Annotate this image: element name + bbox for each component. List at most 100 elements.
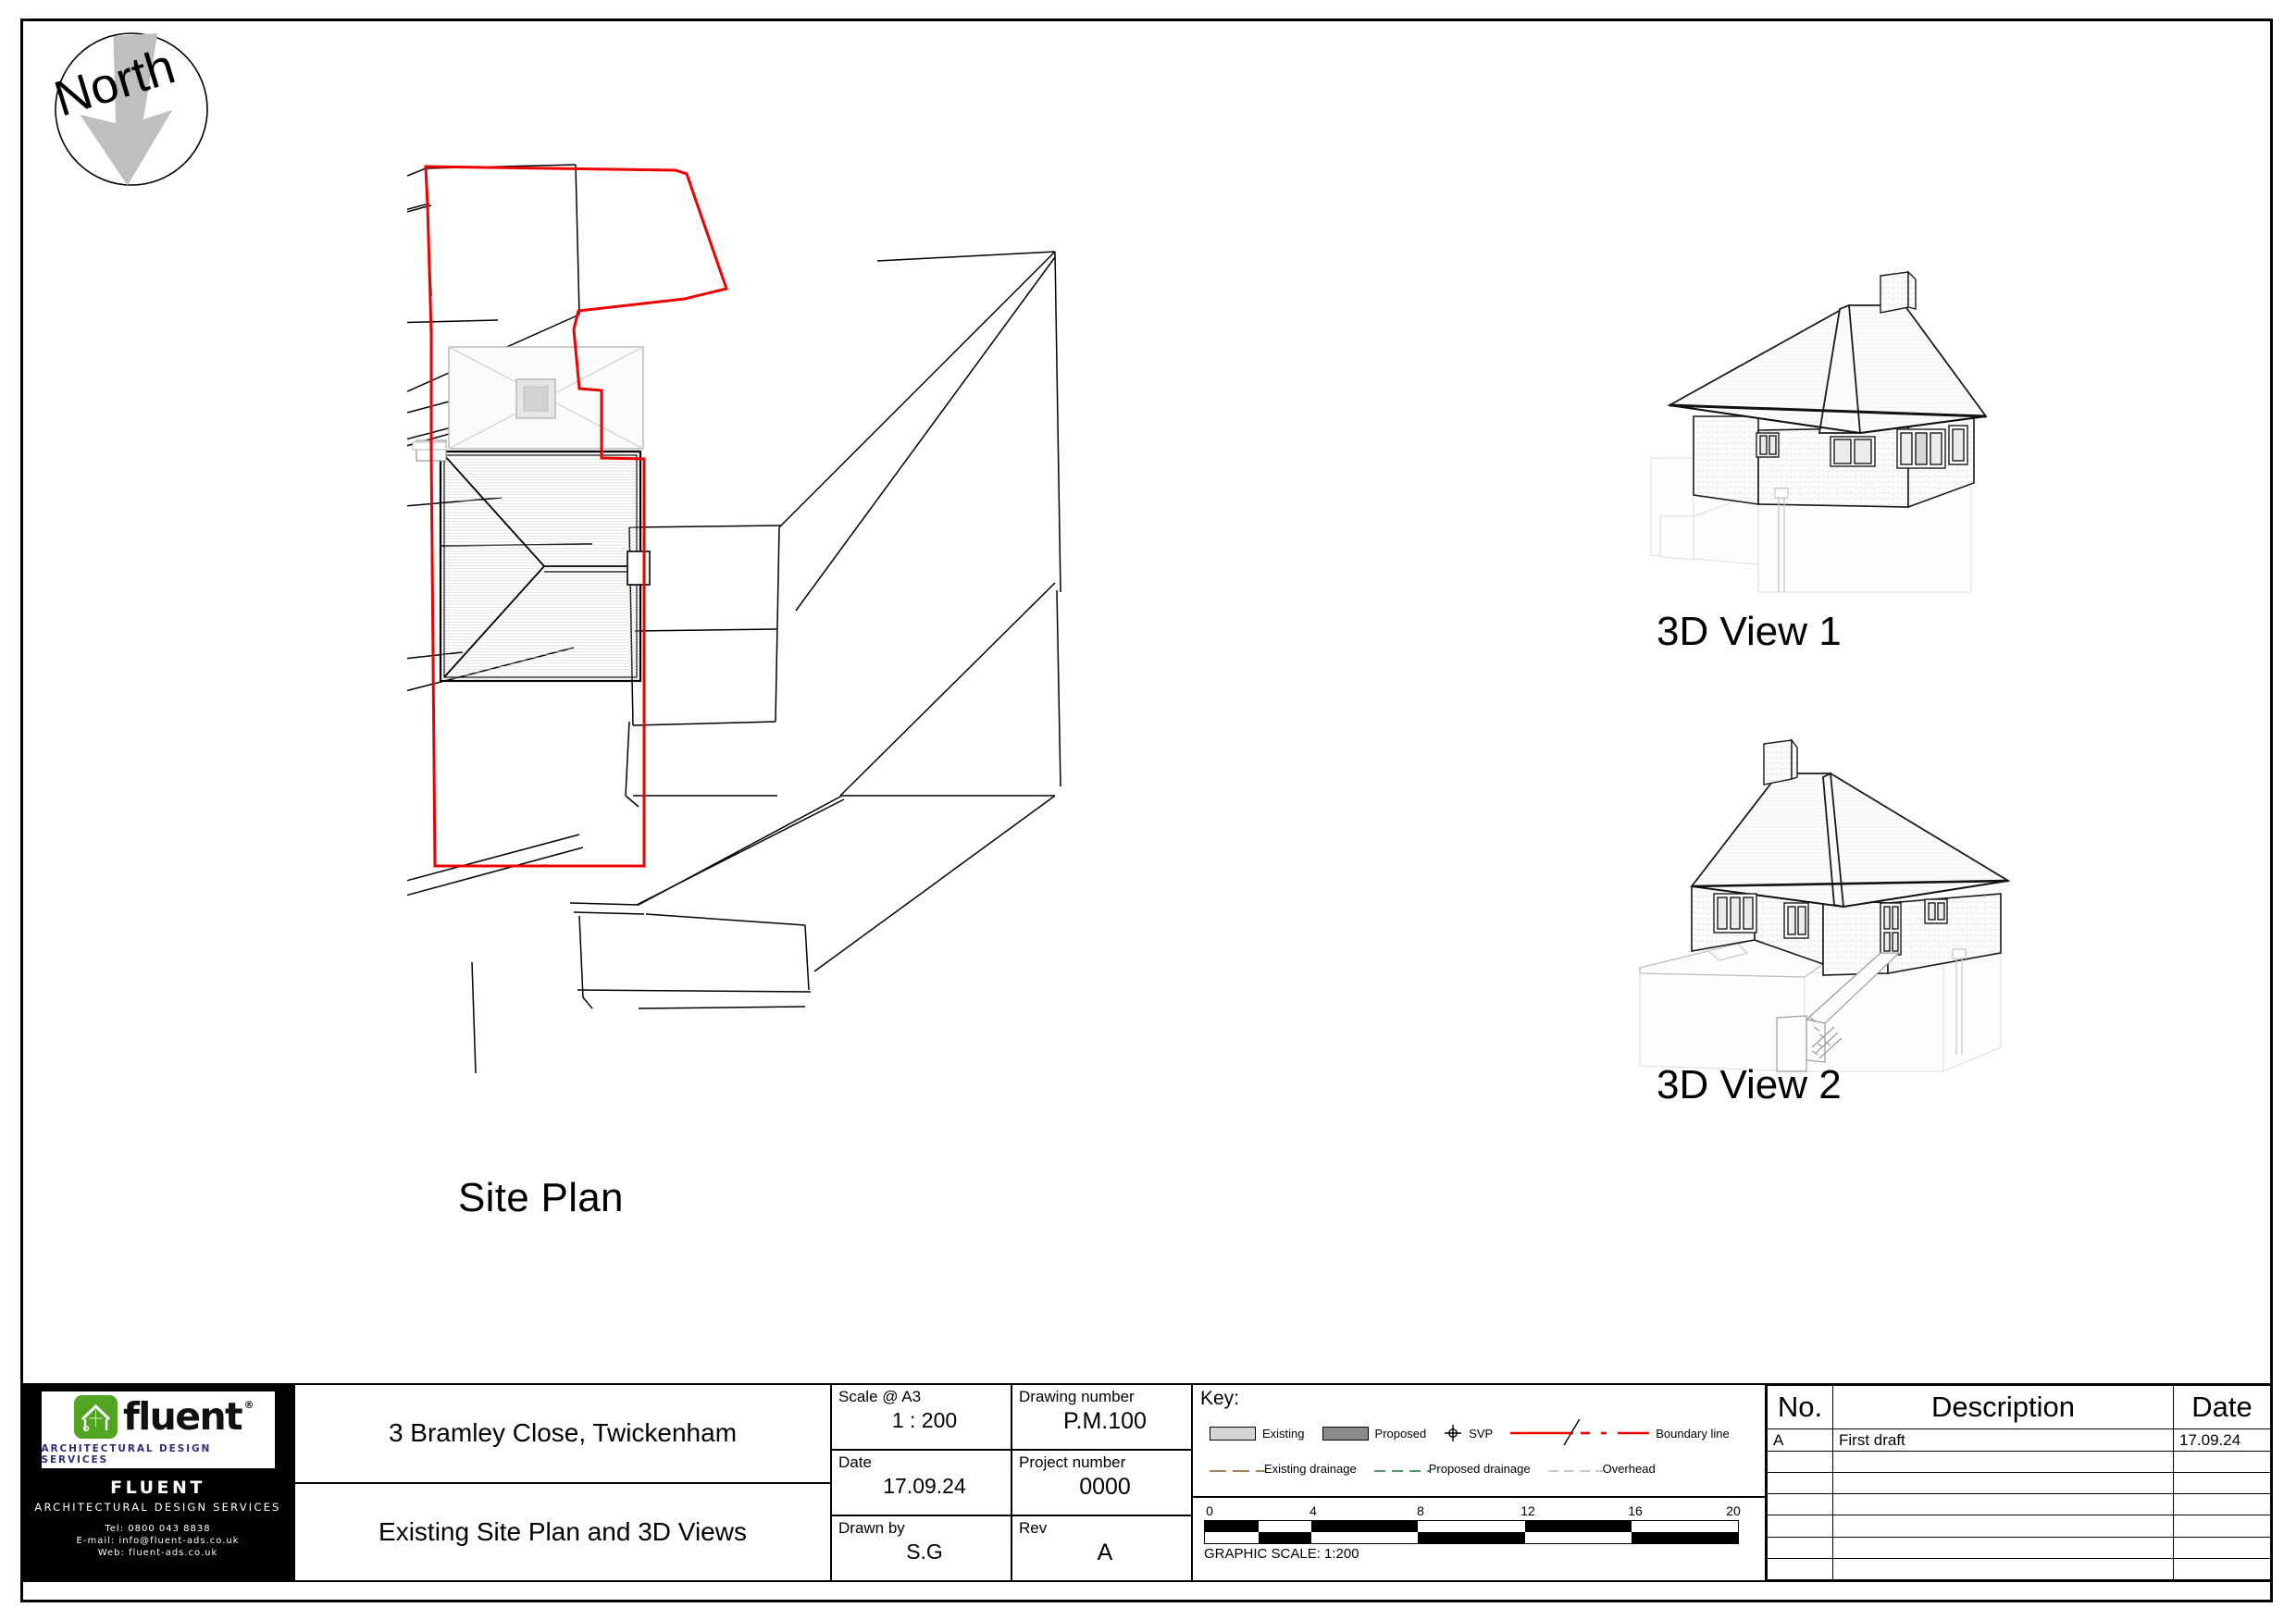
revision-no [1767, 1557, 1833, 1581]
scale-tick-0: 0 [1206, 1503, 1213, 1518]
company-website: Web: fluent-ads.co.uk [97, 1548, 218, 1558]
company-email: E-mail: info@fluent-ads.co.uk [76, 1536, 240, 1546]
boundary-line-icon [1510, 1419, 1650, 1446]
overhead-line-icon [1547, 1468, 1604, 1472]
revision-date [2173, 1493, 2271, 1516]
scale-field: Scale @ A3 1 : 200 [832, 1385, 1011, 1449]
project-number-value: 0000 [1079, 1473, 1131, 1500]
table-row [1767, 1515, 2271, 1538]
revision-header-row: No. Description Date [1767, 1384, 2271, 1430]
legend-label-proposed-drainage: Proposed drainage [1428, 1462, 1531, 1476]
revision-date [2173, 1471, 2271, 1495]
drawn-by-label: Drawn by [838, 1519, 905, 1537]
3d-view-2-image [1639, 737, 2011, 1072]
3d-view-2-label: 3D View 2 [1657, 1062, 1842, 1107]
3d-view-1-label: 3D View 1 [1657, 609, 1842, 654]
scale-value: 1 : 200 [891, 1407, 958, 1432]
revision-date [2173, 1536, 2271, 1559]
company-telephone: Tel: 0800 043 8838 [105, 1524, 211, 1534]
key-title: Key: [1200, 1388, 1240, 1409]
logo-tagline: ARCHITECTURAL DESIGN SERVICES [41, 1443, 212, 1465]
legend-label-boundary: Boundary line [1656, 1426, 1730, 1441]
legend-item-existing-drainage: Existing drainage [1210, 1462, 1357, 1476]
revision-header-date: Date [2173, 1384, 2271, 1430]
drawing-metadata-block: Scale @ A3 1 : 200 Drawing number P.M.10… [832, 1383, 1193, 1582]
legend-label-existing-drainage: Existing drainage [1264, 1462, 1357, 1476]
logo-lockup: fluent® ARCHITECTURAL DESIGN SERVICES [41, 1391, 275, 1468]
revision-no: A [1767, 1428, 1833, 1452]
legend-item-proposed-drainage: Proposed drainage [1373, 1462, 1531, 1476]
revision-no [1767, 1536, 1833, 1559]
legend-item-svp: SVP [1444, 1424, 1493, 1442]
company-subtitle: ARCHITECTURAL DESIGN SERVICES [34, 1501, 281, 1514]
scale-tick-3: 12 [1520, 1503, 1535, 1518]
project-name: 3 Bramley Close, Twickenham [388, 1418, 738, 1448]
revision-no [1767, 1515, 1833, 1538]
rev-label: Rev [1019, 1519, 1048, 1537]
table-row [1767, 1536, 2271, 1559]
drawing-number-label: Drawing number [1019, 1388, 1135, 1405]
revision-table: No. Description Date A First draft 17.09… [1767, 1384, 2271, 1581]
3d-view-1-image [1650, 270, 1988, 593]
existing-swatch-icon [1210, 1426, 1256, 1441]
legend-label-existing: Existing [1262, 1426, 1305, 1441]
revision-no [1767, 1471, 1833, 1495]
logo-wordmark-text: fluent [122, 1394, 243, 1440]
date-field: Date 17.09.24 [832, 1451, 1011, 1515]
proposed-drainage-line-icon [1373, 1468, 1430, 1472]
revision-date [2173, 1450, 2271, 1473]
north-arrow: North [48, 32, 208, 186]
existing-drainage-line-icon [1210, 1468, 1265, 1472]
graphic-scale-block: 0 4 8 12 16 20 [1193, 1498, 1765, 1580]
site-plan-drawing [407, 164, 1061, 1074]
revision-date [2173, 1515, 2271, 1538]
revision-date: 17.09.24 [2173, 1428, 2271, 1452]
date-value: 17.09.24 [883, 1473, 966, 1498]
drawing-number-field: Drawing number P.M.100 [1011, 1385, 1191, 1449]
scale-bar-upper-strip [1205, 1521, 1738, 1532]
revision-no [1767, 1493, 1833, 1516]
legend-item-existing: Existing [1210, 1426, 1305, 1441]
sheet-border [20, 19, 2273, 1602]
drawing-title: Existing Site Plan and 3D Views [295, 1481, 830, 1581]
revision-header-no: No. [1767, 1384, 1833, 1430]
legend-label-svp: SVP [1469, 1426, 1494, 1441]
house-logo-icon [73, 1395, 118, 1439]
title-block: fluent® ARCHITECTURAL DESIGN SERVICES FL… [20, 1383, 2273, 1582]
legend-label-overhead: Overhead [1602, 1462, 1656, 1476]
main-house-roof [412, 439, 651, 683]
scale-tick-2: 8 [1417, 1503, 1424, 1518]
drawn-by-value: S.G [906, 1539, 943, 1564]
drawing-number-value: P.M.100 [1063, 1407, 1147, 1434]
legend-item-boundary: Boundary line [1510, 1419, 1730, 1446]
revision-desc [1832, 1557, 2174, 1581]
date-label: Date [838, 1453, 872, 1471]
rev-value: A [1097, 1539, 1113, 1565]
revision-no [1767, 1450, 1833, 1473]
table-row [1767, 1557, 2271, 1581]
legend-item-overhead: Overhead [1547, 1462, 1656, 1476]
registered-trademark-icon: ® [243, 1399, 254, 1412]
scale-label: Scale @ A3 [838, 1388, 922, 1405]
table-row [1767, 1450, 2271, 1473]
scale-tick-1: 4 [1309, 1503, 1317, 1518]
revision-table-block: No. Description Date A First draft 17.09… [1767, 1383, 2273, 1582]
project-number-label: Project number [1019, 1453, 1126, 1471]
outbuilding-roof [448, 346, 644, 450]
table-row [1767, 1471, 2271, 1495]
revision-date [2173, 1557, 2271, 1581]
legend-label-proposed: Proposed [1374, 1426, 1427, 1441]
scale-tick-5: 20 [1726, 1503, 1741, 1518]
company-logo-block: fluent® ARCHITECTURAL DESIGN SERVICES FL… [20, 1383, 295, 1582]
logo-wordmark: fluent® [123, 1398, 254, 1436]
table-row: A First draft 17.09.24 [1767, 1428, 2271, 1452]
revision-desc: First draft [1832, 1428, 2174, 1452]
revision-desc [1832, 1450, 2174, 1473]
boundary-line [424, 165, 728, 868]
graphic-scale-caption: GRAPHIC SCALE: 1:200 [1204, 1546, 1359, 1562]
rev-field: Rev A [1011, 1516, 1191, 1580]
revision-desc [1832, 1536, 2174, 1559]
legend-item-proposed: Proposed [1322, 1426, 1427, 1441]
proposed-swatch-icon [1322, 1426, 1369, 1441]
revision-desc [1832, 1493, 2174, 1516]
